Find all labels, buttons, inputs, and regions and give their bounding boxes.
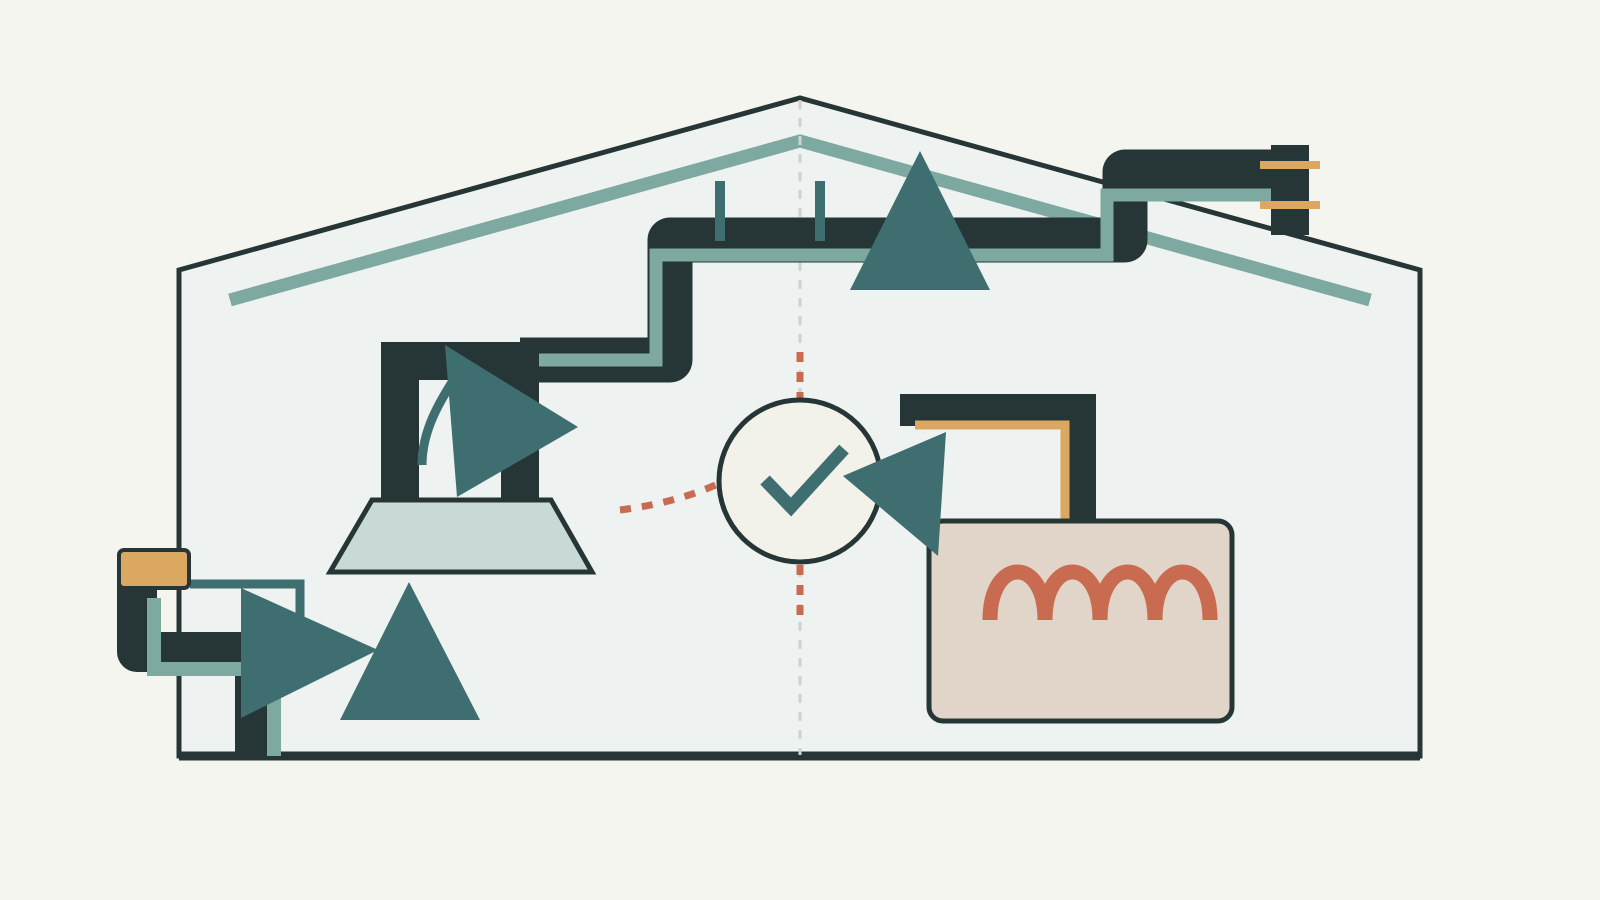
machine-base-slab (325, 497, 597, 575)
heating-coil-icon (982, 564, 1218, 621)
heater-panel (926, 518, 1235, 724)
lower-pipe-teal (190, 579, 305, 625)
check-icon (760, 444, 849, 517)
chimney-block (1271, 145, 1309, 235)
dotted-connector-left (619, 478, 724, 514)
heater-frame-mustard (915, 420, 1070, 525)
triangle-arrow-icon (340, 582, 480, 720)
triangle-arrow-icon (850, 151, 990, 290)
lower-pipe-sage (147, 598, 281, 756)
triangle-arrow-icon (843, 432, 946, 556)
valve-cap (117, 548, 191, 590)
heater-frame-dark (900, 394, 1096, 525)
triangle-arrow-icon (445, 345, 578, 497)
triangle-arrow-icon (241, 588, 378, 718)
